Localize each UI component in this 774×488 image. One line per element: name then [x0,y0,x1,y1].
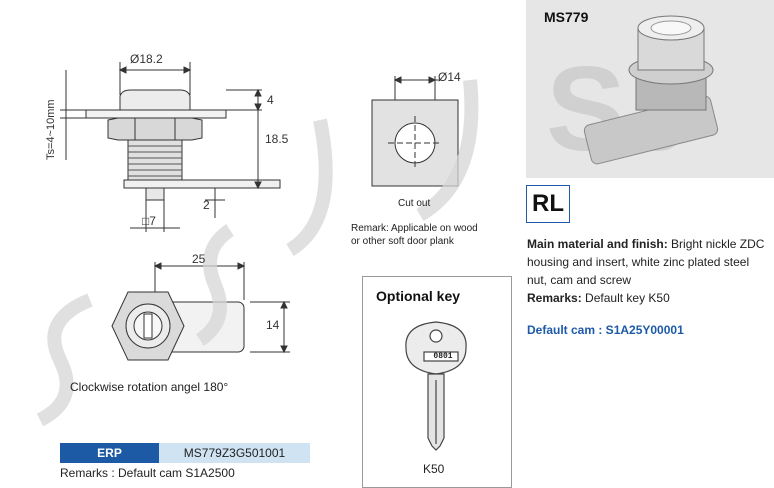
rotation-note: Clockwise rotation angel 180° [70,380,229,394]
default-cam: Default cam : S1A25Y00001 [527,323,684,337]
finish-description: Main material and finish: Bright nickle … [527,235,767,307]
dim-18-5-label: 18.5 [265,132,289,146]
remarks-text: Default key K50 [585,291,670,305]
material-text: Bright nickle ZDC housing and insert, wh… [527,237,765,287]
cutout-remark: Remark: Applicable on wood or other soft… [351,222,521,248]
key-number: 0801 [433,352,453,361]
key-drawing [405,321,467,451]
erp-label: ERP [60,443,159,463]
key-model: K50 [423,462,445,476]
cutout-view [371,76,459,187]
product-photo: SJ [526,0,774,178]
dim-diameter-label: Ø18.2 [130,52,163,66]
optional-key-title: Optional key [376,288,461,304]
cutout-diameter-label: Ø14 [438,70,461,84]
dim-25-label: 25 [192,252,206,266]
dim-square-label: □7 [142,214,156,228]
material-label: Main material and finish: [527,237,668,251]
front-view [111,262,290,361]
remarks-label: Remarks: [527,291,582,305]
dim-2-label: 2 [203,198,210,212]
cutout-remark-line1: Remark: Applicable on wood [351,223,478,234]
dim-ts-label: Ts=4~10mm [45,99,57,160]
dim-4-label: 4 [267,93,274,107]
model-title: MS779 [544,9,589,25]
cutout-label: Cut out [398,198,431,209]
product-photo-illustration: SJ [546,15,719,176]
dim-14-label: 14 [266,318,280,332]
erp-value: MS779Z3G501001 [159,443,310,463]
optional-key-box [362,276,512,488]
erp-remark: Remarks : Default cam S1A2500 [60,466,235,480]
cutout-remark-line2: or other soft door plank [351,236,454,247]
finish-badge: RL [526,185,570,223]
side-view [60,62,281,232]
